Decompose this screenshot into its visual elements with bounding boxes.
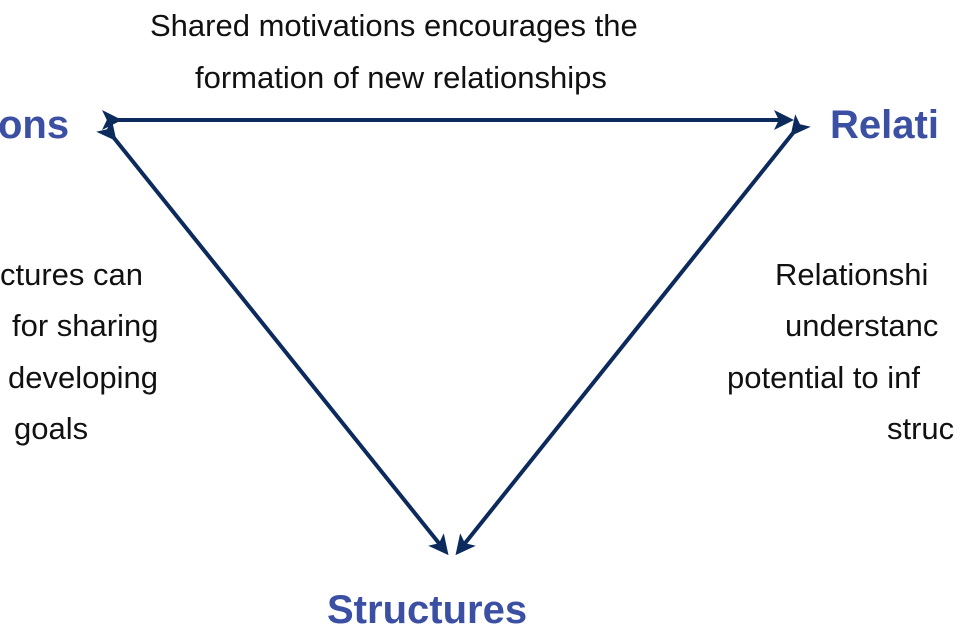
right-label-line: struc	[887, 411, 955, 446]
node-structures: Structures	[327, 588, 528, 632]
left-label-line: for sharing	[12, 308, 159, 343]
right-label-line: understanc	[785, 308, 939, 343]
node-motivations: ons	[0, 103, 70, 147]
right-label-line: potential to inf	[727, 360, 921, 395]
right-label-line: Relationshi	[775, 257, 929, 292]
arrow-motivations-structures	[96, 119, 449, 556]
top-label-line-1: Shared motivations encourages the	[150, 8, 638, 43]
left-label-line: ctures can	[0, 257, 144, 292]
top-label-line-2: formation of new relationships	[195, 60, 607, 95]
arrow-relationships-structures	[455, 114, 811, 556]
node-relationships: Relati	[830, 103, 939, 147]
left-label-line: goals	[14, 411, 89, 446]
left-label-line: developing	[8, 360, 158, 395]
